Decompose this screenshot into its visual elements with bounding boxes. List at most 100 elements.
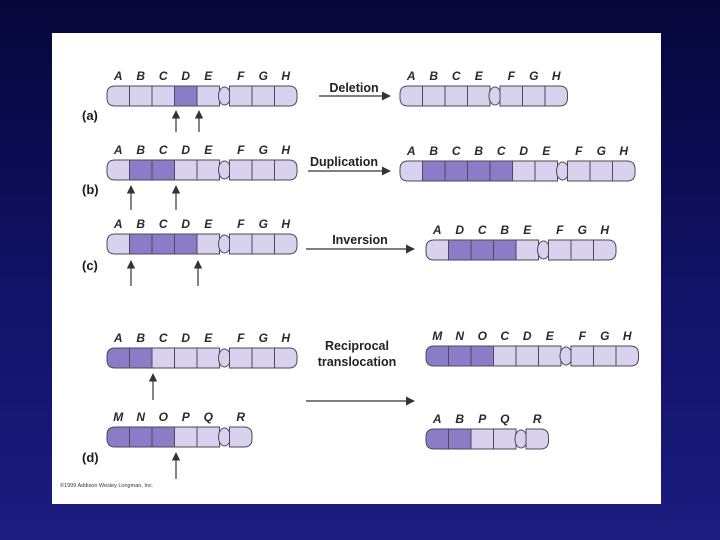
gene-label-h: H: [552, 69, 561, 83]
gene-label-c: C: [500, 329, 509, 343]
segment-d-p1-right0-5: [513, 161, 536, 181]
gene-label-h: H: [281, 331, 290, 345]
segment-a-p1-right0-0: [400, 161, 423, 181]
gene-label-e: E: [546, 329, 555, 343]
segment-e-p2-left0-4: [197, 234, 220, 254]
segment-d-p0-left0-3: [175, 86, 198, 106]
segment-o-p3-right0-2: [471, 346, 494, 366]
segment-d-p1-left0-3: [175, 160, 198, 180]
gene-label-e: E: [475, 69, 484, 83]
gene-label-h: H: [281, 69, 290, 83]
gene-label-g: G: [597, 144, 606, 158]
gene-label-c: C: [497, 144, 506, 158]
operation-label: translocation: [318, 355, 397, 369]
segment-c-p1-right0-4: [490, 161, 513, 181]
segment-d-p2-right0-1: [449, 240, 472, 260]
segment-e-p3-left0-4: [197, 348, 220, 368]
gene-label-g: G: [600, 329, 609, 343]
segment-e-p2-right0-4: [516, 240, 539, 260]
segment-n-p3-left1-1: [130, 427, 153, 447]
gene-label-c: C: [452, 69, 461, 83]
gene-label-p: P: [478, 412, 487, 426]
gene-label-e: E: [542, 144, 551, 158]
segment-h-p3-right0-9: [616, 346, 639, 366]
gene-label-d: D: [181, 143, 190, 157]
segment-a-p3-left0-0: [107, 348, 130, 368]
centromere-p1-left0: [219, 161, 231, 179]
gene-label-a: A: [113, 69, 123, 83]
operation-label: Inversion: [332, 233, 388, 247]
segment-b-p2-right0-3: [494, 240, 517, 260]
gene-label-b: B: [429, 144, 438, 158]
gene-label-a: A: [406, 144, 416, 158]
segment-f-p1-right0-8: [568, 161, 591, 181]
segment-g-p1-left0-7: [252, 160, 275, 180]
gene-label-a: A: [432, 412, 442, 426]
centromere-p2-left0: [219, 235, 231, 253]
gene-label-c: C: [478, 223, 487, 237]
gene-label-h: H: [619, 144, 628, 158]
centromere-p1-right0: [557, 162, 569, 180]
segment-c-p0-right0-2: [445, 86, 468, 106]
gene-label-a: A: [113, 143, 123, 157]
segment-f-p2-left0-6: [230, 234, 253, 254]
segment-f-p3-left0-6: [230, 348, 253, 368]
segment-b-p0-right0-1: [423, 86, 446, 106]
segment-f-p3-right0-7: [571, 346, 594, 366]
segment-a-p0-right0-0: [400, 86, 423, 106]
gene-label-g: G: [259, 217, 268, 231]
gene-label-e: E: [204, 331, 213, 345]
gene-label-h: H: [623, 329, 632, 343]
segment-g-p3-left0-7: [252, 348, 275, 368]
centromere-p3-right0: [560, 347, 572, 365]
gene-label-b: B: [136, 331, 145, 345]
gene-label-o: O: [159, 410, 169, 424]
segment-a-p1-left0-0: [107, 160, 130, 180]
segment-p-p3-right1-2: [471, 429, 494, 449]
gene-label-b: B: [136, 143, 145, 157]
segment-a-p2-right0-0: [426, 240, 449, 260]
segment-b-p3-left0-1: [130, 348, 153, 368]
segment-b-p0-left0-1: [130, 86, 153, 106]
gene-label-c: C: [159, 217, 168, 231]
gene-label-d: D: [181, 331, 190, 345]
gene-label-e: E: [204, 143, 213, 157]
segment-c-p1-left0-2: [152, 160, 175, 180]
centromere-p3-right1: [515, 430, 527, 448]
gene-label-c: C: [452, 144, 461, 158]
part-label: (a): [82, 108, 98, 123]
centromere-p2-right0: [538, 241, 550, 259]
segment-r-p3-right1-5: [526, 429, 549, 449]
gene-label-n: N: [455, 329, 464, 343]
segment-f-p1-left0-6: [230, 160, 253, 180]
segment-e-p1-left0-4: [197, 160, 220, 180]
gene-label-b: B: [500, 223, 509, 237]
segment-h-p0-left0-8: [275, 86, 298, 106]
segment-b-p1-left0-1: [130, 160, 153, 180]
gene-label-g: G: [529, 69, 538, 83]
gene-label-b: B: [474, 144, 483, 158]
segment-c-p3-left0-2: [152, 348, 175, 368]
operation-label: Deletion: [329, 81, 378, 95]
segment-q-p3-left1-4: [197, 427, 220, 447]
segment-g-p2-right0-7: [571, 240, 594, 260]
gene-label-m: M: [432, 329, 443, 343]
segment-p-p3-left1-3: [175, 427, 198, 447]
gene-label-a: A: [432, 223, 442, 237]
segment-g-p1-right0-9: [590, 161, 613, 181]
segment-h-p2-left0-8: [275, 234, 298, 254]
part-label: (c): [82, 258, 98, 273]
segment-m-p3-left1-0: [107, 427, 130, 447]
gene-label-b: B: [455, 412, 464, 426]
segment-f-p0-right0-5: [500, 86, 523, 106]
gene-label-d: D: [181, 69, 190, 83]
gene-label-h: H: [281, 217, 290, 231]
gene-label-f: F: [556, 223, 564, 237]
segment-a-p0-left0-0: [107, 86, 130, 106]
segment-m-p3-right0-0: [426, 346, 449, 366]
copyright-text: ©1999 Addison Wesley Longman, Inc.: [60, 482, 154, 489]
gene-label-b: B: [429, 69, 438, 83]
segment-c-p2-left0-2: [152, 234, 175, 254]
